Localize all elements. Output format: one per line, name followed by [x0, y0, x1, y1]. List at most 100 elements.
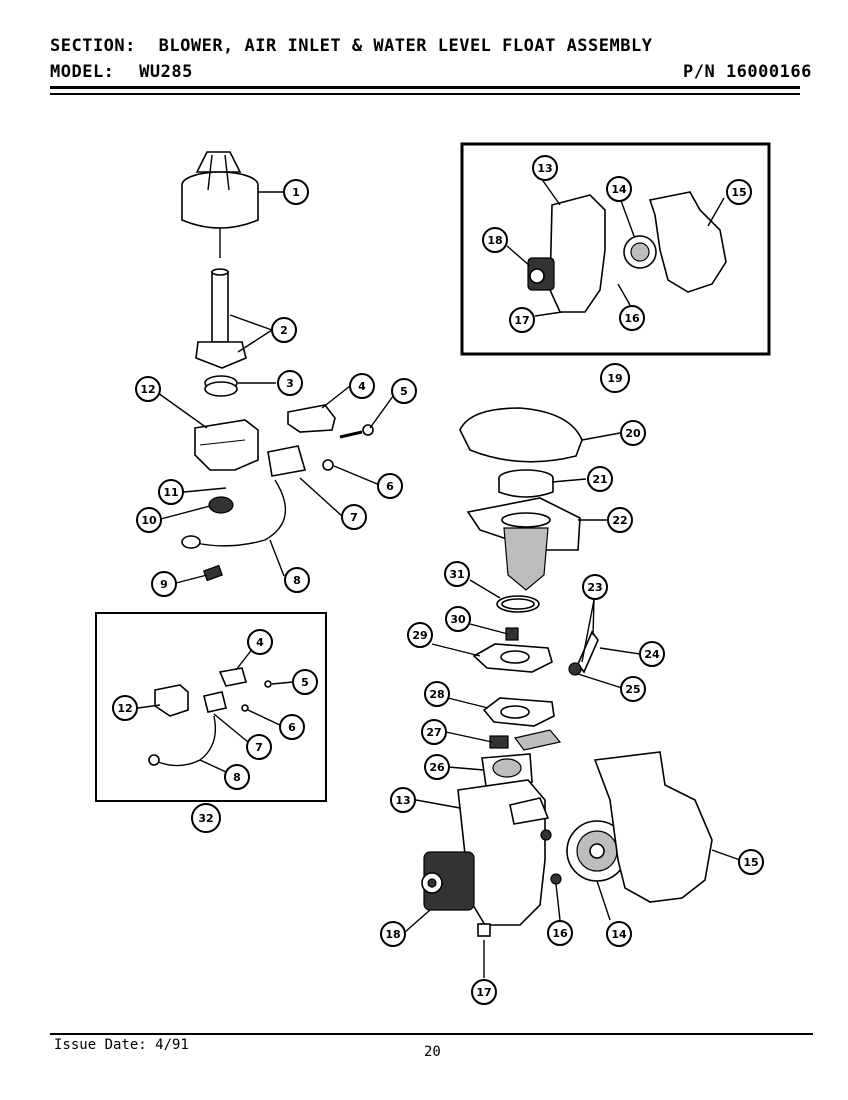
float-cap — [181, 151, 259, 258]
inset32-label-text: 32 — [198, 811, 214, 825]
callout-number: 5 — [400, 384, 408, 398]
callout-14: 14 — [606, 176, 632, 202]
callout-23: 23 — [582, 574, 608, 600]
blower-scroll-15 — [593, 751, 713, 903]
float-ring — [204, 375, 238, 397]
header-rule-top — [50, 86, 800, 89]
callout-number: 7 — [255, 740, 263, 754]
callout-12: 12 — [135, 376, 161, 402]
callout-29: 29 — [407, 622, 433, 648]
footer-rule — [50, 1033, 813, 1035]
callout-18: 18 — [482, 227, 508, 253]
actuator — [287, 404, 336, 433]
callout-number: 31 — [449, 567, 465, 581]
inset32-parts — [137, 647, 294, 773]
switch-inset-frame — [95, 612, 327, 802]
callout-number: 30 — [450, 612, 466, 626]
gasket-29 — [472, 643, 553, 673]
callout-number: 6 — [386, 479, 394, 493]
callout-31: 31 — [444, 561, 470, 587]
callout-17: 17 — [509, 307, 535, 333]
callout-number: 10 — [141, 513, 157, 527]
callout-4-alt: 4 — [247, 629, 273, 655]
callout-16: 16 — [619, 305, 645, 331]
callout-14-alt: 14 — [606, 921, 632, 947]
callout-28: 28 — [424, 681, 450, 707]
callout-number: 14 — [611, 182, 627, 196]
gasket-31 — [496, 595, 540, 613]
nut-10 — [208, 496, 234, 514]
page-number: 20 — [424, 1044, 441, 1060]
callout-number: 15 — [731, 185, 747, 199]
callout-10: 10 — [136, 507, 162, 533]
section-label: SECTION: — [50, 36, 136, 56]
callout-24: 24 — [639, 641, 665, 667]
screw-6 — [322, 459, 334, 471]
callout-number: 29 — [412, 628, 428, 642]
callout-27: 27 — [421, 719, 447, 745]
callout-number: 5 — [301, 675, 309, 689]
callout-22: 22 — [607, 507, 633, 533]
callout-number: 17 — [476, 985, 492, 999]
callout-5-alt: 5 — [292, 669, 318, 695]
inlet-funnel — [466, 497, 581, 591]
callout-number: 26 — [429, 760, 445, 774]
section-value: BLOWER, AIR INLET & WATER LEVEL FLOAT AS… — [158, 36, 653, 56]
callout-number: 22 — [612, 513, 628, 527]
callout-6-alt: 6 — [279, 714, 305, 740]
callout-number: 1 — [292, 185, 300, 199]
callout-7: 7 — [341, 504, 367, 530]
section-title: SECTION: BLOWER, AIR INLET & WATER LEVEL… — [50, 36, 652, 56]
callout-number: 4 — [256, 635, 264, 649]
screw-9 — [203, 564, 223, 582]
inset19-parts — [506, 177, 727, 317]
model-label: MODEL: — [50, 62, 115, 82]
callout-1: 1 — [283, 179, 309, 205]
callout-number: 9 — [160, 577, 168, 591]
leaders-left — [156, 191, 397, 584]
callout-number: 13 — [537, 161, 553, 175]
callout-17-alt: 17 — [471, 979, 497, 1005]
callout-26: 26 — [424, 754, 450, 780]
switch-bracket — [194, 419, 259, 471]
callout-30: 30 — [445, 606, 471, 632]
wire-harness — [181, 479, 287, 549]
callout-13: 13 — [532, 155, 558, 181]
callout-number: 11 — [163, 485, 179, 499]
bracket-23-25 — [568, 630, 599, 676]
callout-number: 18 — [487, 233, 503, 247]
flange-26 — [481, 753, 533, 787]
callout-12-alt: 12 — [112, 695, 138, 721]
callout-number: 13 — [395, 793, 411, 807]
callout-9: 9 — [151, 571, 177, 597]
callout-number: 8 — [293, 573, 301, 587]
callout-3: 3 — [277, 370, 303, 396]
callout-number: 21 — [592, 472, 608, 486]
callout-6: 6 — [377, 473, 403, 499]
callout-15: 15 — [726, 179, 752, 205]
callout-11: 11 — [158, 479, 184, 505]
switch-body — [267, 445, 307, 477]
inset19-label: 19 — [600, 363, 630, 393]
model-value: WU285 — [139, 62, 193, 82]
motor-18 — [421, 851, 475, 911]
callout-16-alt: 16 — [547, 920, 573, 946]
callout-number: 8 — [233, 770, 241, 784]
callout-25: 25 — [620, 676, 646, 702]
callout-number: 18 — [385, 927, 401, 941]
callout-number: 25 — [625, 682, 641, 696]
callout-4: 4 — [349, 373, 375, 399]
blower-inset-frame — [460, 142, 771, 356]
callout-number: 15 — [743, 855, 759, 869]
screw-5 — [339, 424, 374, 439]
callout-15-alt: 15 — [738, 849, 764, 875]
callout-18-alt: 18 — [380, 921, 406, 947]
callout-21: 21 — [587, 466, 613, 492]
callout-number: 27 — [426, 725, 442, 739]
callout-8-alt: 8 — [224, 764, 250, 790]
callout-13-alt: 13 — [390, 787, 416, 813]
model-line: MODEL: WU285 — [50, 62, 193, 82]
callout-number: 7 — [350, 510, 358, 524]
issue-date: Issue Date: 4/91 — [54, 1037, 189, 1053]
